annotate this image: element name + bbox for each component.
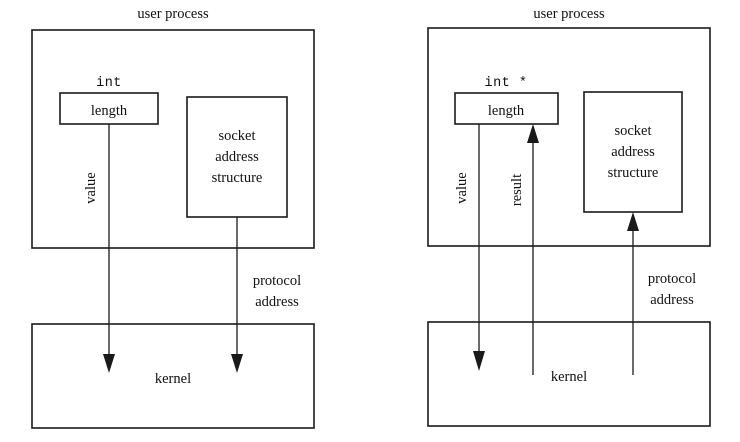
left-value-arrow [103, 124, 115, 373]
right-kernel-box [427, 321, 711, 427]
left-user-process-title: user process [137, 6, 209, 22]
left-socket-line-3: structure [212, 170, 263, 186]
left-protocol-address-arrow-head [231, 354, 243, 373]
left-length-label: length [91, 103, 128, 119]
right-socket-address-structure-box [583, 91, 683, 213]
left-value-label: value [83, 172, 99, 203]
left-socket-line-1: socket [218, 128, 255, 144]
right-value-arrow-head [473, 351, 485, 371]
right-result-arrow [527, 124, 539, 375]
right-protocol-address-label-line1: protocol [648, 271, 696, 287]
right-length-type-label: int * [484, 76, 527, 91]
right-value-label: value [454, 172, 470, 203]
left-protocol-address-label-line1: protocol [253, 273, 301, 289]
right-protocol-address-arrow [627, 212, 639, 375]
right-value-arrow [473, 124, 485, 371]
left-user-process-box [31, 29, 315, 249]
right-protocol-address-arrow-head [627, 212, 639, 231]
right-result-label: result [509, 174, 525, 206]
left-kernel-label: kernel [155, 371, 191, 387]
left-protocol-address-label-line2: address [255, 294, 299, 310]
right-length-box [454, 92, 559, 125]
left-length-box [59, 92, 159, 125]
left-protocol-address-arrow [231, 217, 243, 373]
left-socket-line-2: address [215, 149, 259, 165]
left-value-arrow-head [103, 354, 115, 373]
right-socket-line-2: address [611, 144, 655, 160]
right-panel: user process kernel int * length socket … [427, 6, 711, 427]
left-kernel-box [31, 323, 315, 429]
right-user-process-box [427, 27, 711, 247]
right-socket-line-3: structure [608, 165, 659, 181]
left-length-type-label: int [96, 76, 122, 91]
right-kernel-label: kernel [551, 369, 587, 385]
right-result-arrow-head [527, 124, 539, 143]
left-panel: user process kernel int length socket ad… [31, 6, 315, 429]
right-user-process-title: user process [533, 6, 605, 22]
right-protocol-address-label-line2: address [650, 292, 694, 308]
right-socket-line-1: socket [614, 123, 651, 139]
right-length-label: length [488, 103, 525, 119]
